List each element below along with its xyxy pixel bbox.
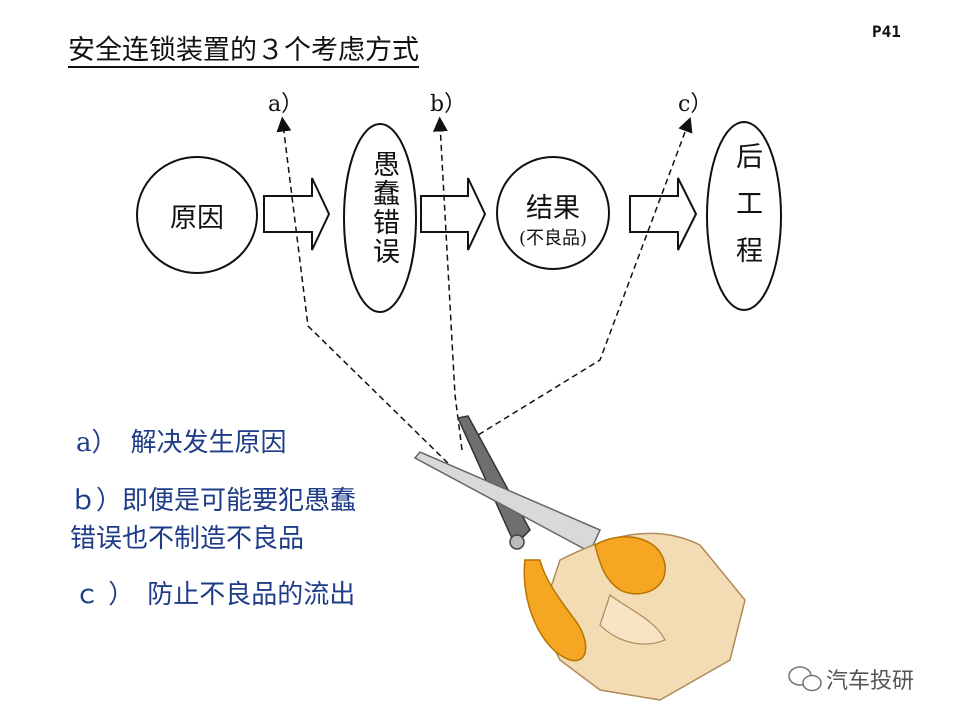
scissor-handle-2 — [594, 536, 666, 595]
note-b-line2: 错误也不制造不良品 — [70, 524, 305, 554]
page-title: 安全连锁装置的３个考虑方式 — [68, 35, 419, 66]
scissor-blade-light — [413, 451, 601, 554]
node-mistake-text: 愚蠢错误 — [368, 150, 399, 266]
next-process-ellipse — [706, 121, 782, 311]
mistake-ellipse — [343, 123, 417, 313]
label-c: c） — [678, 92, 713, 117]
note-c: ｃ ） 防止不良品的流出 — [74, 580, 356, 610]
node-next-process-text: 后工程 — [731, 142, 762, 283]
watermark-text: 汽车投研 — [826, 669, 915, 694]
block-arrow-1 — [263, 177, 331, 251]
note-b-line1: ｂ）即便是可能要犯愚蠢 — [70, 486, 357, 516]
node-cause-text: 原因 — [170, 203, 224, 234]
block-arrow-2 — [420, 177, 487, 251]
hand-finger — [599, 594, 666, 645]
block-arrow-3 — [629, 177, 698, 251]
page-number: P41 — [872, 22, 901, 41]
scissor-pivot — [509, 534, 525, 550]
dashed-line-c — [469, 116, 693, 441]
label-b: b） — [430, 92, 467, 117]
scissors-hand-illustration — [413, 415, 746, 701]
scissor-blade-dark — [456, 415, 531, 547]
dashed-line-b — [432, 116, 463, 451]
cause-circle — [136, 156, 258, 274]
label-a: a） — [268, 92, 304, 117]
dashed-line-a — [276, 116, 456, 471]
note-a: a） 解决发生原因 — [76, 428, 287, 458]
scissor-handle-1 — [523, 559, 587, 662]
node-result-text: 结果 — [526, 193, 580, 224]
node-result-subtext: (不良品) — [518, 228, 588, 249]
result-circle — [496, 156, 610, 270]
wechat-icon — [788, 666, 822, 692]
